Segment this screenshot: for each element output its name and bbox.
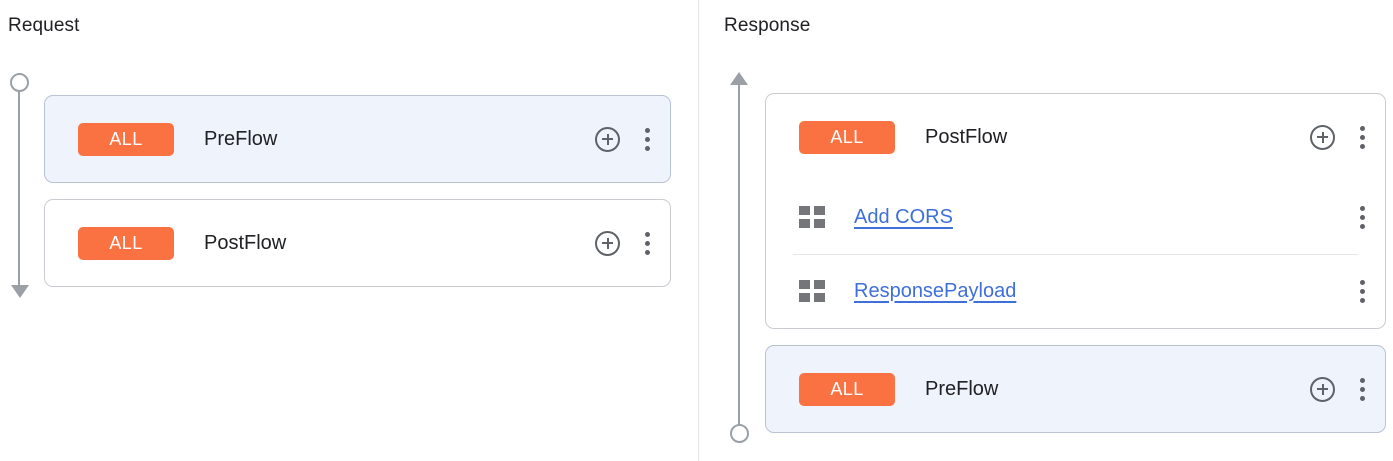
- request-panel-title: Request: [8, 15, 80, 36]
- rail-arrow-down-icon: [11, 285, 29, 298]
- more-vert-icon[interactable]: [1353, 124, 1371, 150]
- method-badge: ALL: [78, 226, 174, 260]
- more-vert-icon[interactable]: [638, 126, 656, 152]
- flow-card-request-postflow[interactable]: ALL PostFlow: [44, 199, 671, 287]
- flow-card-response-postflow[interactable]: ALL PostFlow Add CORS: [765, 93, 1386, 329]
- flow-card-response-preflow[interactable]: ALL PreFlow: [765, 345, 1386, 433]
- plus-circle-icon[interactable]: [1310, 376, 1335, 402]
- more-vert-icon[interactable]: [1353, 204, 1371, 230]
- method-badge: ALL: [799, 120, 895, 154]
- panel-divider: [698, 0, 699, 461]
- flow-header-row[interactable]: ALL PreFlow: [766, 346, 1385, 432]
- policy-link[interactable]: ResponsePayload: [854, 279, 1017, 302]
- response-panel-title: Response: [724, 15, 811, 36]
- method-badge: ALL: [78, 122, 174, 156]
- more-vert-icon[interactable]: [638, 230, 656, 256]
- policy-row-actions: [1353, 204, 1371, 230]
- plus-circle-icon[interactable]: [595, 230, 620, 256]
- flow-header-row[interactable]: ALL PostFlow: [45, 200, 670, 286]
- policy-grid-icon: [799, 206, 825, 228]
- plus-circle-icon[interactable]: [1310, 124, 1335, 150]
- request-panel: Request ALL PreFlow ALL: [0, 0, 698, 461]
- rail-line: [18, 90, 20, 286]
- policy-link[interactable]: Add CORS: [854, 205, 953, 228]
- policy-row[interactable]: ResponsePayload: [766, 254, 1385, 328]
- policy-row-actions: [1353, 278, 1371, 304]
- flow-header-row[interactable]: ALL PreFlow: [45, 96, 670, 182]
- plus-circle-icon[interactable]: [595, 126, 620, 152]
- more-vert-icon[interactable]: [1353, 376, 1371, 402]
- flow-row-actions: [1310, 376, 1371, 402]
- policy-grid-icon: [799, 280, 825, 302]
- method-badge: ALL: [799, 372, 895, 406]
- rail-end-circle-icon: [730, 424, 749, 443]
- flow-row-actions: [595, 230, 656, 256]
- rail-arrow-up-icon: [730, 72, 748, 85]
- flow-header-row[interactable]: ALL PostFlow: [766, 94, 1385, 180]
- more-vert-icon[interactable]: [1353, 278, 1371, 304]
- flow-name-label: PostFlow: [925, 125, 1008, 148]
- response-panel: Response: [699, 0, 1393, 461]
- flow-name-label: PreFlow: [204, 127, 278, 150]
- flow-card-request-preflow[interactable]: ALL PreFlow: [44, 95, 671, 183]
- flow-name-label: PostFlow: [204, 231, 287, 254]
- rail-line: [738, 84, 740, 429]
- policy-row[interactable]: Add CORS: [766, 180, 1385, 254]
- flow-row-actions: [1310, 124, 1371, 150]
- flow-name-label: PreFlow: [925, 377, 999, 400]
- flow-row-actions: [595, 126, 656, 152]
